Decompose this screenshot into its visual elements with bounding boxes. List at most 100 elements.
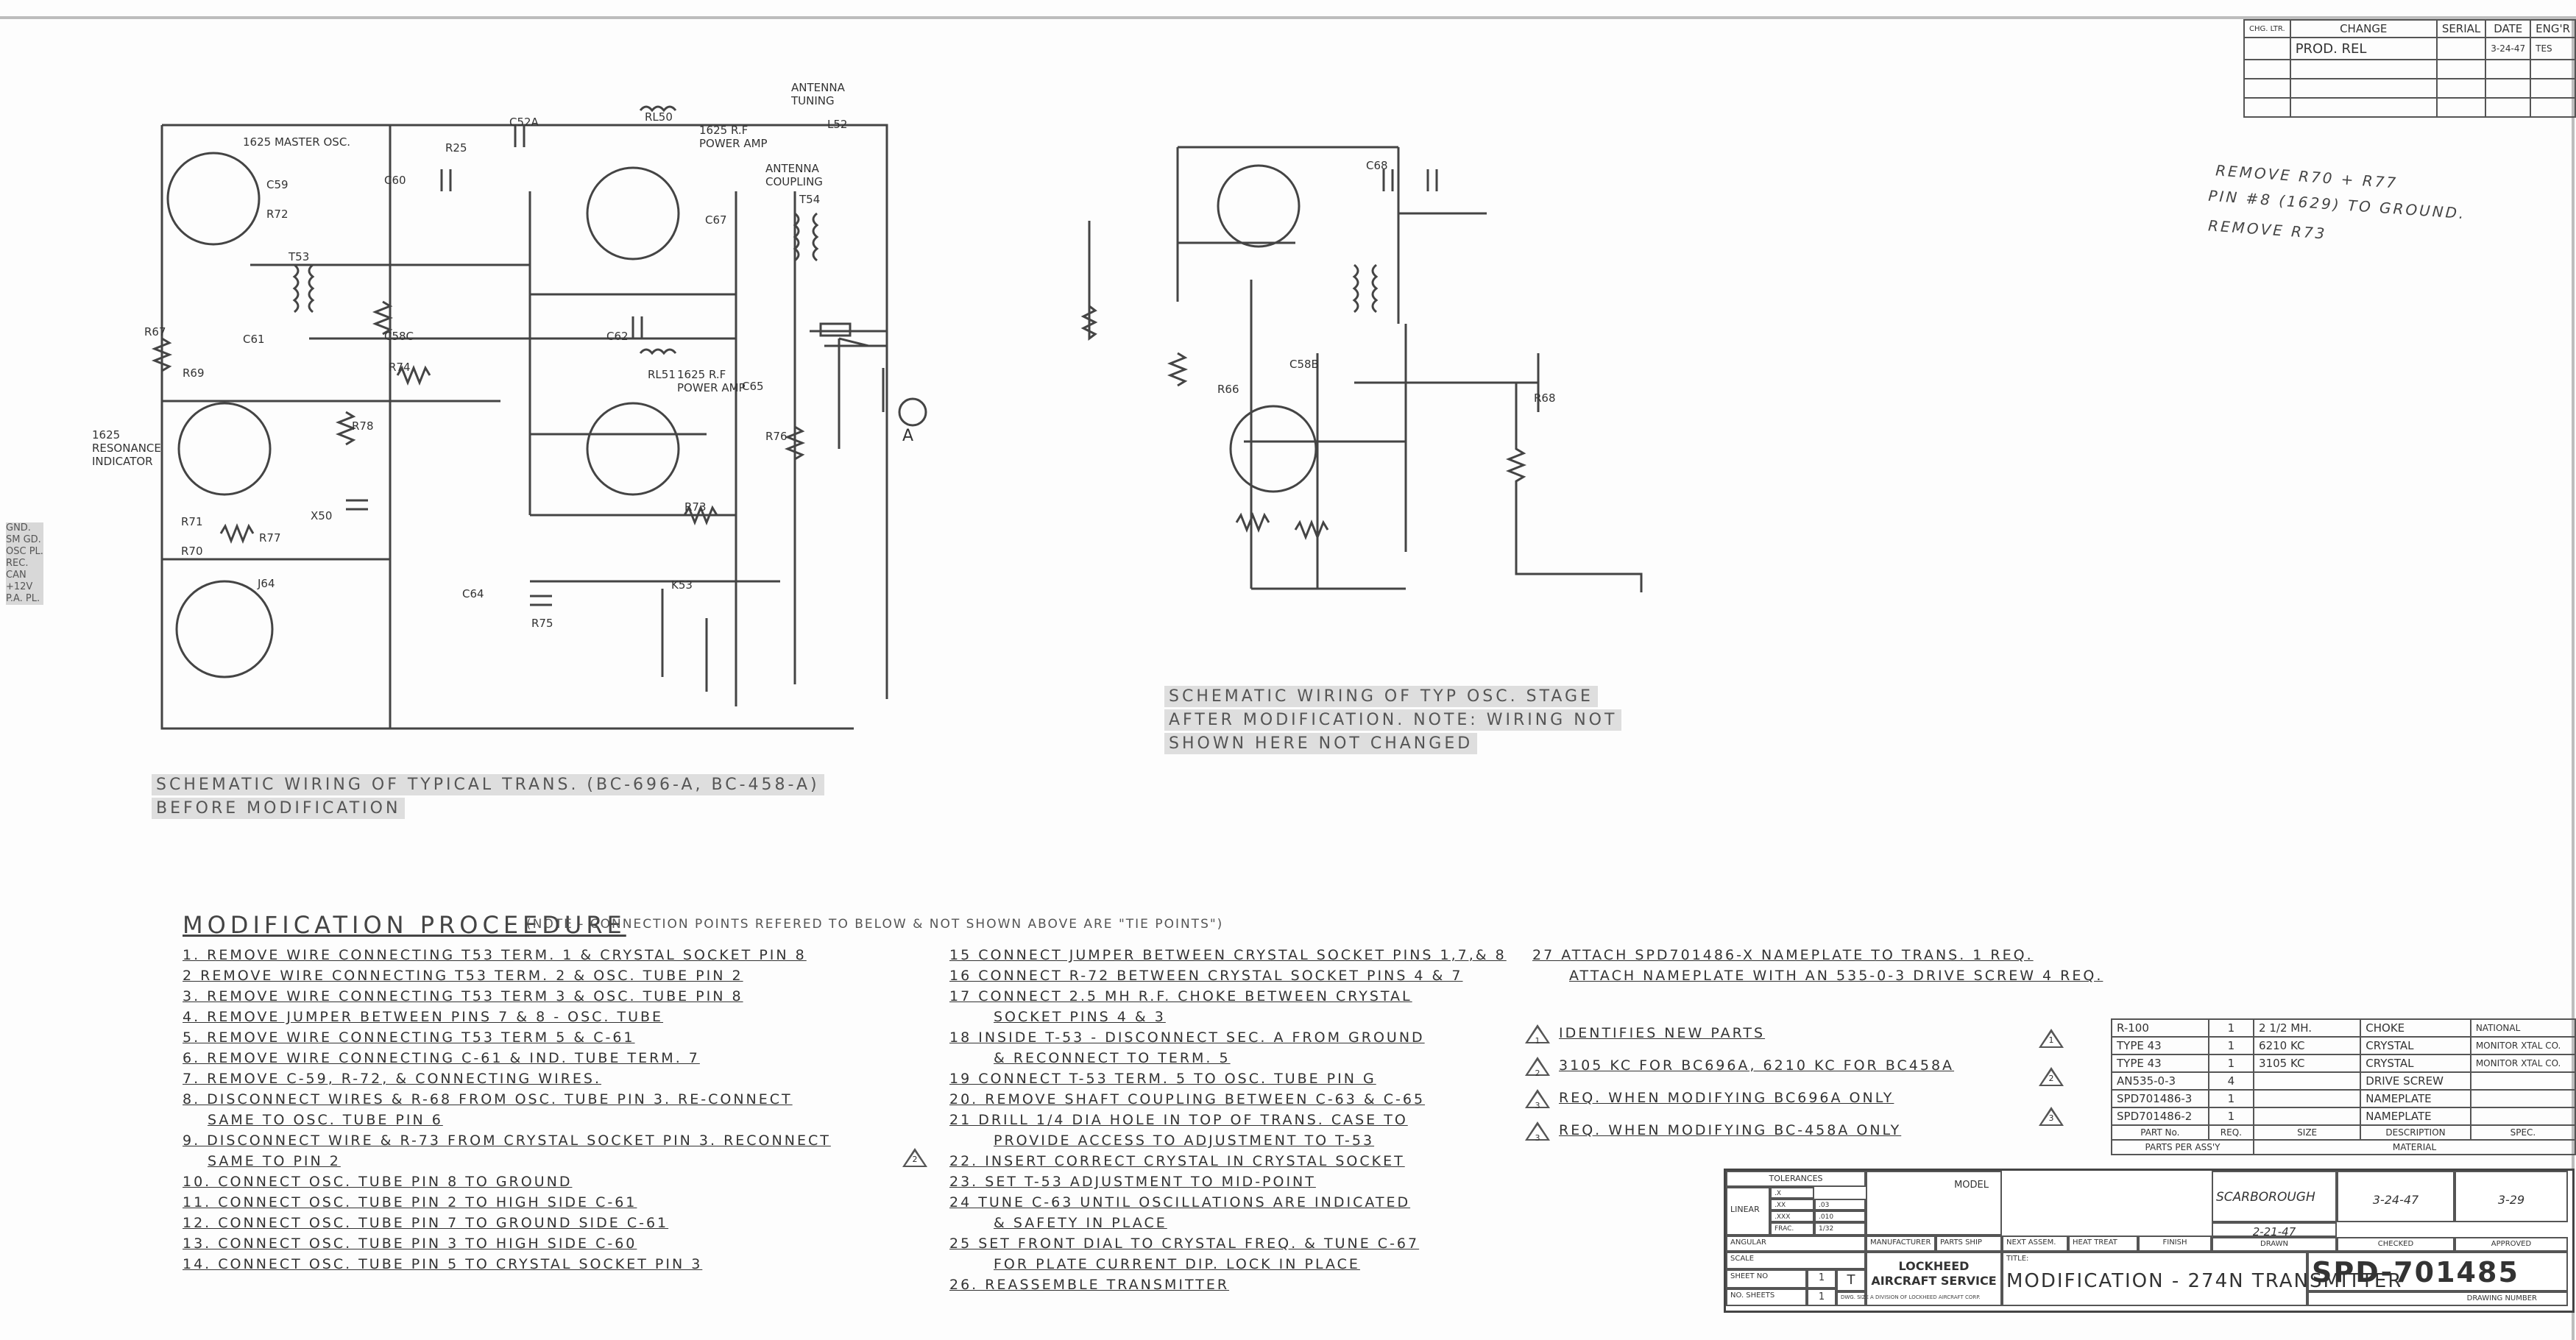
label-antenna-coupling: ANTENNA COUPLING (765, 162, 823, 188)
parts-cell: MONITOR XTAL CO. (2469, 1036, 2576, 1055)
ref-c65: C65 (742, 380, 764, 393)
ref-r66: R66 (1217, 383, 1239, 396)
parts-flag: 3 (2039, 1107, 2073, 1126)
flag-number: 3 (2048, 1113, 2054, 1123)
parts-header: REQ. (2207, 1124, 2255, 1141)
procedure-step: 14. CONNECT OSC. TUBE PIN 5 TO CRYSTAL S… (183, 1254, 831, 1275)
tb-header: PARTS SHIP (1936, 1236, 2002, 1252)
step-text: & RECONNECT TO TERM. 5 (994, 1050, 1231, 1066)
legend-line: +12V (6, 581, 33, 592)
procedure-step-27: 27 ATTACH SPD701486-X NAMEPLATE TO TRANS… (1532, 945, 2103, 986)
checked-date: 3-24-47 (2337, 1171, 2455, 1222)
procedure-title: MODIFICATION PROCEEDURE (183, 911, 626, 939)
step-text: ATTACH NAMEPLATE WITH AN 535-0-3 DRIVE S… (1569, 968, 2103, 984)
step-text: 4. REMOVE JUMPER BETWEEN PINS 7 & 8 - OS… (183, 1009, 664, 1025)
change-header: SERIAL (2435, 19, 2487, 38)
step-text: 14. CONNECT OSC. TUBE PIN 5 TO CRYSTAL S… (183, 1256, 703, 1272)
procedure-step: 19 CONNECT T-53 TERM. 5 TO OSC. TUBE PIN… (949, 1068, 1507, 1089)
procedure-step: & SAFETY IN PLACE (949, 1213, 1507, 1233)
step-text: & SAFETY IN PLACE (994, 1215, 1167, 1231)
parts-header: PARTS PER ASS'Y (2110, 1139, 2255, 1155)
change-header: DATE (2485, 19, 2532, 38)
change-cell: 3-24-47 (2485, 37, 2532, 60)
revision-flag-icon: 1 (2039, 1029, 2064, 1048)
caption-after-line3: SHOWN HERE NOT CHANGED (1164, 733, 1478, 754)
ref-k53: K53 (671, 578, 693, 592)
procedure-step: 9. DISCONNECT WIRE & R-73 FROM CRYSTAL S… (183, 1130, 831, 1151)
step-text: 15 CONNECT JUMPER BETWEEN CRYSTAL SOCKET… (949, 947, 1507, 963)
tol-number: .03 (1814, 1199, 1866, 1210)
parts-cell: TYPE 43 (2111, 1036, 2209, 1055)
flag-number: 1 (2048, 1035, 2054, 1045)
tol-value: .X (1770, 1187, 1814, 1199)
step-text: PROVIDE ACCESS TO ADJUSTMENT TO T-53 (994, 1132, 1375, 1149)
procedure-step: 27 ATTACH SPD701486-X NAMEPLATE TO TRANS… (1532, 945, 2103, 965)
ref-r72: R72 (266, 208, 289, 221)
procedure-steps-col1: 1. REMOVE WIRE CONNECTING T53 TERM. 1 & … (183, 945, 831, 1275)
change-cell (2435, 97, 2487, 118)
ref-c52a: C52A (509, 116, 539, 129)
change-cell (2243, 97, 2291, 118)
parts-flag: 2 (2039, 1067, 2073, 1086)
ref-c60: C60 (384, 174, 406, 187)
parts-header: MATERIAL (2253, 1139, 2576, 1155)
procedure-step: 8. DISCONNECT WIRES & R-68 FROM OSC. TUB… (183, 1089, 831, 1110)
drawn-date: 2-21-47 (2212, 1222, 2337, 1238)
change-row: PROD. REL 3-24-47 TES (2243, 37, 2576, 60)
change-cell (2485, 97, 2532, 118)
tol-number: .010 (1814, 1210, 1866, 1222)
parts-header: SPEC. (2469, 1124, 2576, 1141)
flag-number: 1 (1535, 1035, 1540, 1046)
parts-cell: NAMEPLATE (2360, 1107, 2471, 1126)
procedure-steps-col2: 15 CONNECT JUMPER BETWEEN CRYSTAL SOCKET… (949, 945, 1507, 1295)
scale-label: SCALE (1726, 1252, 1866, 1269)
parts-cell (2469, 1107, 2576, 1126)
flag-number: 2 (1535, 1068, 1540, 1078)
procedure-step: 5. REMOVE WIRE CONNECTING T53 TERM 5 & C… (183, 1027, 831, 1048)
tb-header: CHECKED (2337, 1237, 2455, 1252)
change-cell: PROD. REL (2289, 37, 2438, 60)
parts-flag: 1 (2039, 1029, 2073, 1048)
ref-l52: L52 (827, 118, 848, 131)
caption-after-line1: SCHEMATIC WIRING OF TYP OSC. STAGE (1164, 686, 1598, 707)
procedure-step: PROVIDE ACCESS TO ADJUSTMENT TO T-53 (949, 1130, 1507, 1151)
revision-flag-icon: 3 (2039, 1107, 2064, 1126)
procedure-step: 3. REMOVE WIRE CONNECTING T53 TERM 3 & O… (183, 986, 831, 1007)
step-text: SAME TO PIN 2 (208, 1153, 341, 1169)
ref-r74: R74 (389, 361, 411, 374)
change-header: ENG'R (2530, 19, 2576, 38)
ref-c58c: C58C (384, 330, 414, 343)
ref-c59: C59 (266, 178, 289, 191)
step-text: 23. SET T-53 ADJUSTMENT TO MID-POINT (949, 1174, 1316, 1190)
parts-cell: 1 (2207, 1107, 2255, 1126)
revision-flag-icon: 2 (902, 1148, 927, 1167)
parts-cell: 2 1/2 MH. (2253, 1018, 2362, 1038)
parts-header: DESCRIPTION (2360, 1124, 2471, 1141)
ref-j64: J64 (258, 577, 275, 590)
parts-cell: CRYSTAL (2360, 1054, 2471, 1073)
ref-r77: R77 (259, 531, 281, 545)
revision-flag-icon: 2 (2039, 1067, 2064, 1086)
parts-cell: MONITOR XTAL CO. (2469, 1054, 2576, 1073)
procedure-step: & RECONNECT TO TERM. 5 (949, 1048, 1507, 1068)
change-cell (2243, 78, 2291, 99)
change-cell: TES (2530, 37, 2576, 60)
procedure-step: 26. REASSEMBLE TRANSMITTER (949, 1275, 1507, 1295)
procedure-step: 16 CONNECT R-72 BETWEEN CRYSTAL SOCKET P… (949, 965, 1507, 986)
ref-rl51: RL51 (648, 368, 676, 381)
procedure-step: 22. INSERT CORRECT CRYSTAL IN CRYSTAL SO… (949, 1151, 1507, 1171)
change-cell (2530, 59, 2576, 79)
parts-cell: DRIVE SCREW (2360, 1071, 2471, 1091)
model-label: MODEL (1866, 1171, 2002, 1236)
parts-cell: CHOKE (2360, 1018, 2471, 1038)
step-text: 21 DRILL 1/4 DIA HOLE IN TOP OF TRANS. C… (949, 1112, 1408, 1128)
no-sheets: 1 (1807, 1288, 1836, 1306)
parts-cell: NAMEPLATE (2360, 1089, 2471, 1108)
sheet-no: 1 (1807, 1269, 1836, 1288)
change-cell (2289, 97, 2438, 118)
